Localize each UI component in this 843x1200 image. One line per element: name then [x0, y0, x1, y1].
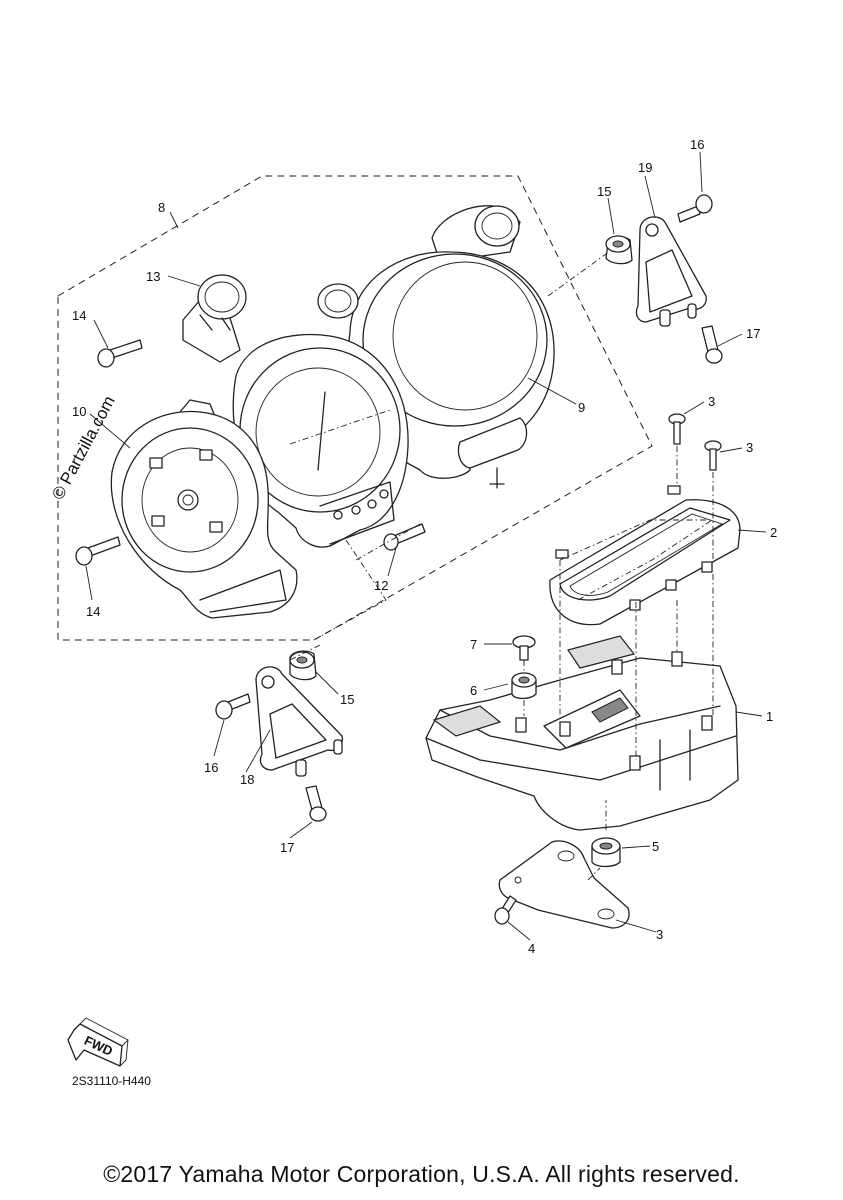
part-12-socket: [182, 274, 247, 363]
part-4-bracket: [498, 840, 630, 929]
callout-14b: 14: [86, 604, 100, 619]
part-8-bolt: [512, 635, 536, 661]
meter-case: [232, 283, 409, 548]
callout-3b: 3: [746, 440, 753, 455]
part-17-bolt-lower: [305, 785, 327, 822]
part-19-stay: [635, 216, 707, 327]
part-15-grommet-lower: [289, 650, 317, 681]
leader-lines: [85, 151, 767, 941]
callout-19: 19: [638, 160, 652, 175]
fwd-arrow-icon: FWD: [67, 1017, 129, 1067]
callout-2: 2: [770, 525, 777, 540]
callout-14a: 14: [72, 308, 86, 323]
part-18-stay: [255, 666, 343, 777]
part-15-grommet-upper: [605, 235, 633, 265]
part-6-grommet: [591, 837, 621, 868]
callout-15a: 15: [597, 184, 611, 199]
part-3-screw-a: [668, 413, 686, 445]
callout-16b: 16: [204, 760, 218, 775]
callout-18: 18: [240, 772, 254, 787]
callout-16a: 16: [690, 137, 704, 152]
part-5-bolt: [494, 895, 517, 925]
part-7-damper: [511, 672, 537, 700]
callout-15b: 15: [340, 692, 354, 707]
callout-17b: 17: [280, 840, 294, 855]
callout-17a: 17: [746, 326, 760, 341]
callout-11: 10: [72, 404, 86, 419]
part-13-screw: [383, 523, 426, 551]
callout-3a: 3: [708, 394, 715, 409]
part-2-cover: [549, 485, 741, 626]
callout-10: 9: [578, 400, 585, 415]
callout-12: 13: [146, 269, 160, 284]
alignment-lines: [289, 253, 714, 881]
callout-5: 4: [528, 941, 535, 956]
part-16-bolt-upper: [677, 194, 713, 223]
part-3-screw-b: [704, 440, 722, 471]
diagram-code: 2S31110-H440: [72, 1074, 151, 1088]
callout-13: 12: [374, 578, 388, 593]
assembly-boundary-9: [57, 175, 653, 641]
part-11-back-cover: [110, 399, 298, 619]
copyright-notice: ©2017 Yamaha Motor Corporation, U.S.A. A…: [103, 1161, 740, 1187]
callout-9: 8: [158, 200, 165, 215]
callout-7: 6: [470, 683, 477, 698]
callout-6: 5: [652, 839, 659, 854]
part-14-screw-lower: [75, 536, 121, 566]
part-17-bolt-upper: [701, 325, 723, 364]
callout-8: 7: [470, 637, 477, 652]
part-14-screw-upper: [97, 339, 143, 368]
callout-4: 3: [656, 927, 663, 942]
part-16-bolt-lower: [215, 693, 251, 720]
callout-labels: 8 13 14 10 14 12 9 15 19 16 17 3 3 2 1 7…: [72, 137, 777, 956]
callout-1: 1: [766, 709, 773, 724]
part-1-tray: [425, 635, 739, 831]
